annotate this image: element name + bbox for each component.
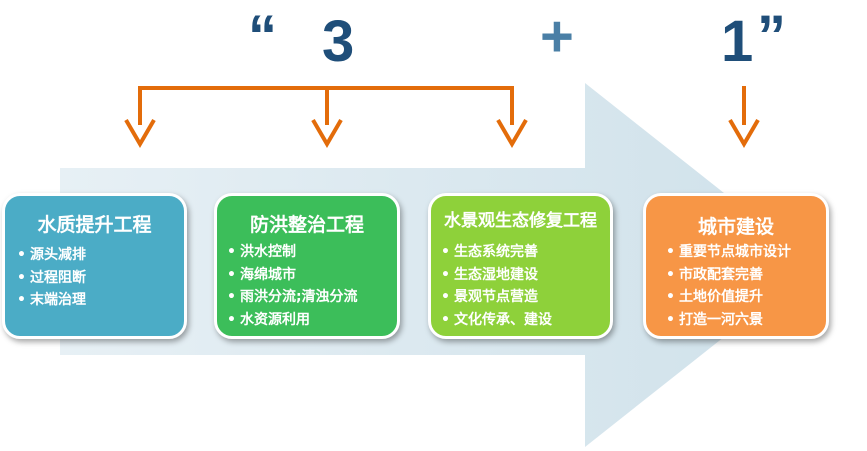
list-item: 海绵城市	[227, 264, 358, 287]
arrowhead-single	[728, 118, 760, 148]
card-eco-restoration: 水景观生态修复工程 生态系统完善 生态湿地建设 景观节点营造 文化传承、建设	[428, 193, 613, 339]
list-item: 景观节点营造	[441, 286, 552, 309]
headline-three: 3	[322, 9, 355, 74]
card-title: 水景观生态修复工程	[444, 211, 597, 231]
headline-one: 1	[721, 9, 754, 74]
list-item: 生态湿地建设	[441, 264, 552, 287]
headline-open-quote: “	[248, 4, 277, 69]
list-item: 重要节点城市设计	[666, 241, 791, 264]
card-title: 水质提升工程	[37, 214, 152, 236]
card-item-list: 生态系统完善 生态湿地建设 景观节点营造 文化传承、建设	[441, 241, 552, 331]
card-water-quality: 水质提升工程 源头减排 过程阻断 末端治理	[2, 193, 187, 339]
list-item: 洪水控制	[227, 241, 358, 264]
arrowhead-left	[124, 118, 156, 148]
arrowhead-middle	[311, 118, 343, 148]
connector-bracket	[124, 86, 760, 148]
list-item: 过程阻断	[17, 267, 86, 290]
card-title: 防洪整治工程	[249, 214, 364, 236]
list-item: 末端治理	[17, 289, 86, 312]
headline-plus: +	[540, 4, 574, 69]
card-title: 城市建设	[697, 216, 774, 238]
list-item: 土地价值提升	[666, 286, 791, 309]
arrowhead-right	[496, 118, 528, 148]
list-item: 生态系统完善	[441, 241, 552, 264]
list-item: 源头减排	[17, 244, 86, 267]
card-item-list: 洪水控制 海绵城市 雨洪分流;清浊分流 水资源利用	[227, 241, 358, 331]
card-flood-control: 防洪整治工程 洪水控制 海绵城市 雨洪分流;清浊分流 水资源利用	[214, 193, 400, 339]
card-urban-construction: 城市建设 重要节点城市设计 市政配套完善 土地价值提升 打造一河六景	[643, 193, 829, 339]
headline-close-quote: ”	[757, 4, 786, 69]
list-item: 文化传承、建设	[441, 309, 552, 332]
list-item: 雨洪分流;清浊分流	[227, 286, 358, 309]
list-item: 水资源利用	[227, 309, 358, 332]
list-item: 打造一河六景	[666, 309, 791, 332]
card-item-list: 重要节点城市设计 市政配套完善 土地价值提升 打造一河六景	[666, 241, 791, 331]
card-item-list: 源头减排 过程阻断 末端治理	[17, 244, 86, 312]
list-item: 市政配套完善	[666, 264, 791, 287]
